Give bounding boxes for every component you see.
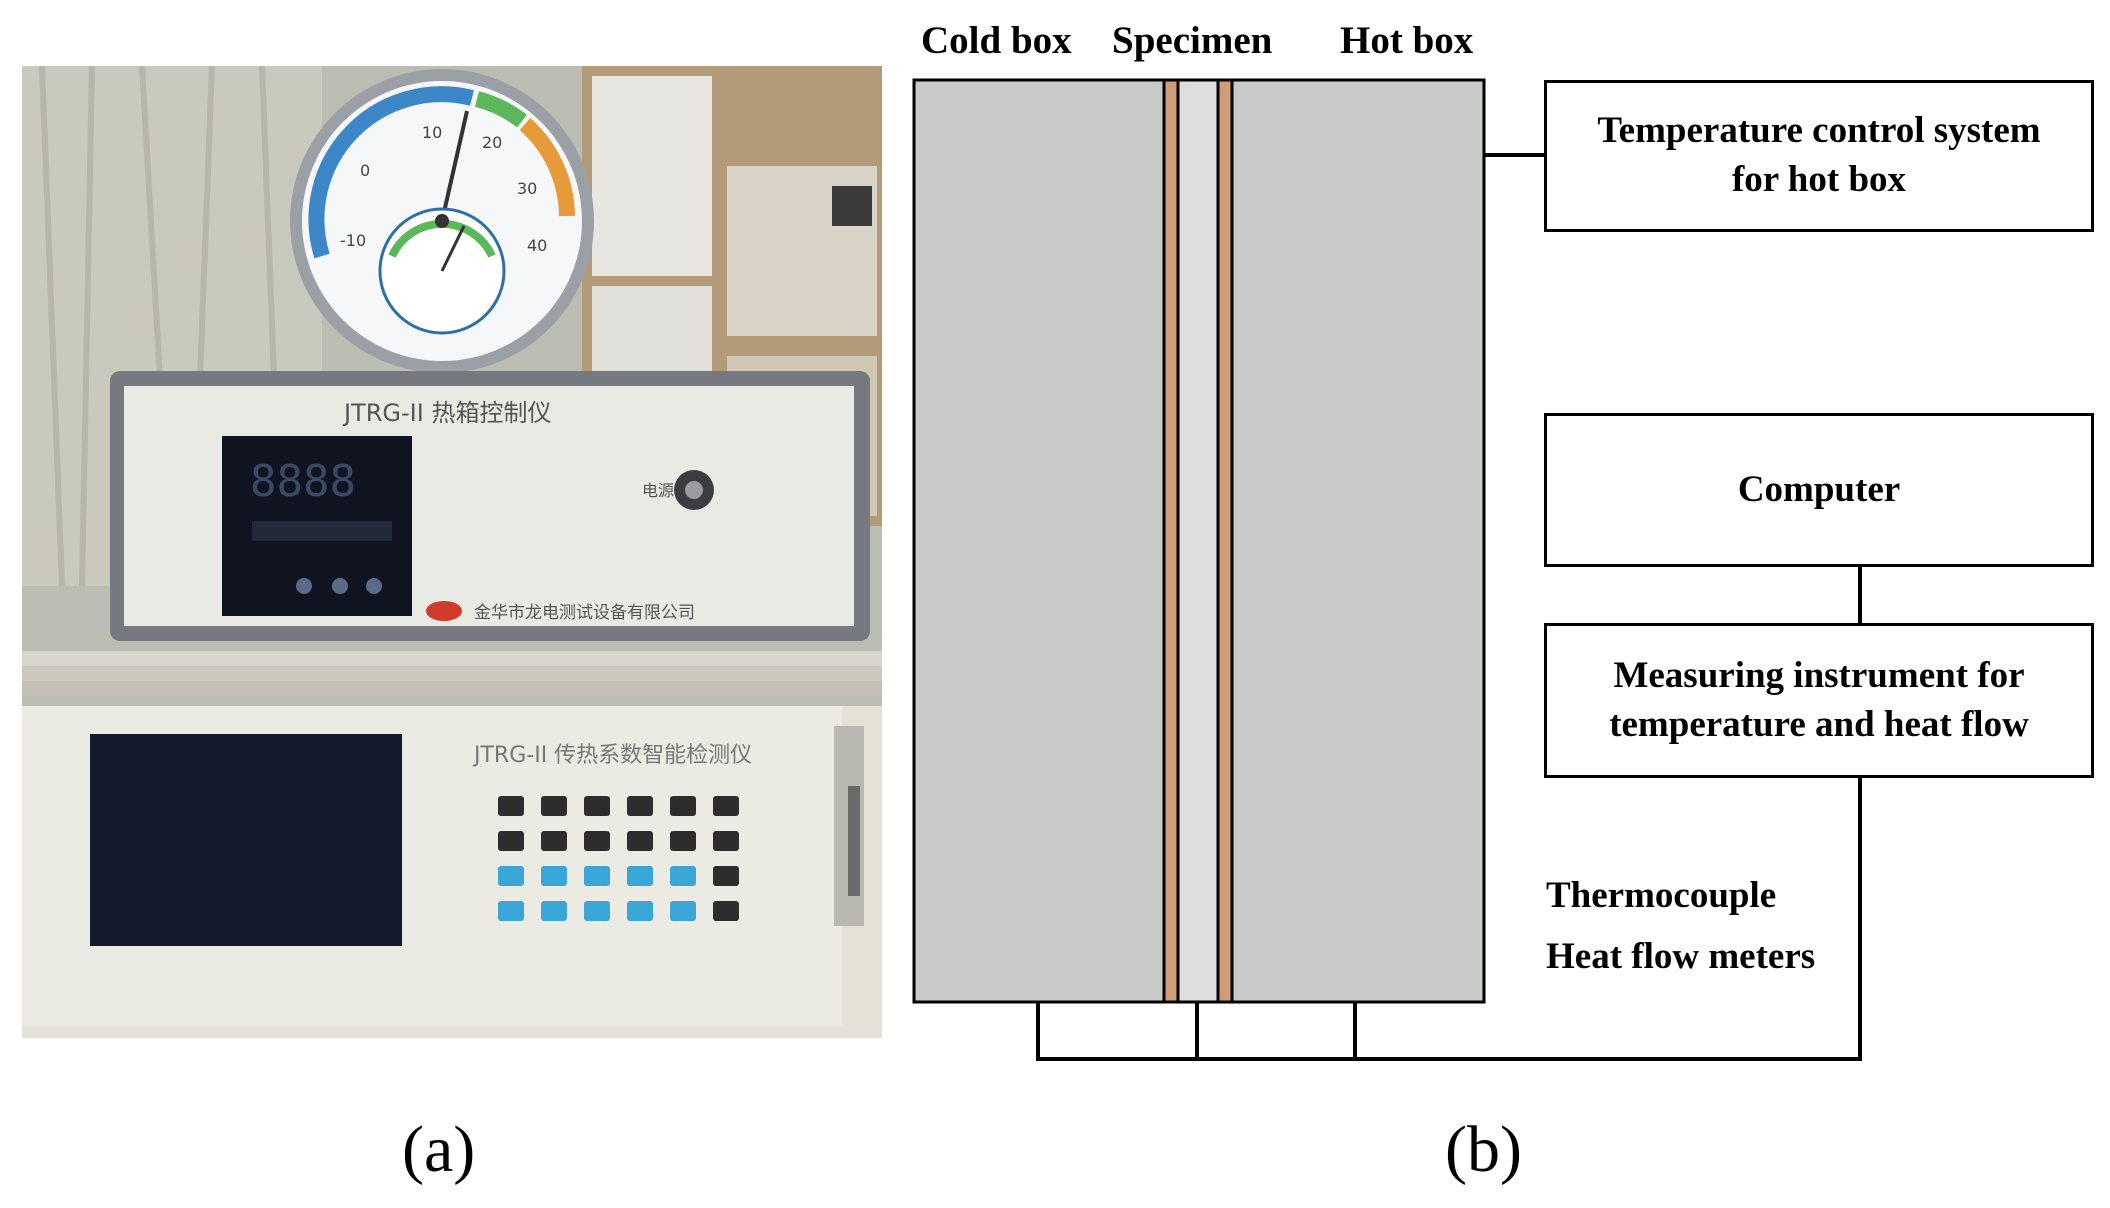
keypad-key [584, 796, 610, 816]
keypad-key [670, 831, 696, 851]
keypad-key [584, 831, 610, 851]
measuring-line2: temperature and heat flow [1609, 703, 2029, 745]
power-switch-label: 电源 [642, 481, 674, 500]
temperature-control-line1: Temperature control system [1597, 110, 2041, 152]
keypad-key [670, 901, 696, 921]
keypad-key [541, 901, 567, 921]
instrument-photo: -10 0 10 20 30 40 JTRG-II 热箱控制仪 8888 电源 [22, 66, 882, 1038]
thermo-hygrometer-dial: -10 0 10 20 30 40 [290, 69, 594, 373]
keypad-key [584, 901, 610, 921]
thermocouple-label: Thermocouple [1546, 875, 1777, 916]
company-logo [426, 601, 462, 621]
instrument-label: JTRG-II 传热系数智能检测仪 [472, 743, 752, 768]
controller-company: 金华市龙电测试设备有限公司 [474, 603, 695, 623]
keypad-key [627, 831, 653, 851]
keypad-key [713, 901, 739, 921]
keypad-key [713, 831, 739, 851]
tick-label: -10 [340, 231, 366, 250]
cold-box-header: Cold box [921, 19, 1072, 62]
instrument-keypad [498, 796, 739, 921]
keypad-key [541, 831, 567, 851]
keypad-key [498, 796, 524, 816]
tick-label: 0 [360, 161, 370, 180]
controller-display-digits: 8888 [250, 456, 356, 507]
specimen-layer-cold-side [1162, 78, 1180, 1004]
keypad-key [627, 901, 653, 921]
keypad-key [541, 866, 567, 886]
measuring-instrument-box: Measuring instrument for temperature and… [1544, 623, 2094, 778]
heat-flow-meters-label: Heat flow meters [1546, 936, 1816, 977]
tick-label: 40 [527, 236, 547, 255]
specimen-header: Specimen [1112, 19, 1273, 62]
keypad-key [498, 866, 524, 886]
keypad-key [498, 831, 524, 851]
caption-b: (b) [1445, 1113, 1522, 1186]
keypad-key [670, 866, 696, 886]
keypad-key [627, 796, 653, 816]
keypad-key [713, 796, 739, 816]
hot-box-header: Hot box [1340, 19, 1474, 62]
controller-label: JTRG-II 热箱控制仪 [342, 399, 551, 427]
hot-box [1230, 78, 1486, 1004]
instrument-screen [90, 734, 402, 946]
temperature-control-line2: for hot box [1731, 159, 1907, 200]
caption-a: (a) [402, 1113, 476, 1186]
temperature-control-box: Temperature control system for hot box [1544, 80, 2094, 232]
keypad-key [584, 866, 610, 886]
computer-label: Computer [1737, 468, 1901, 510]
keypad-key [498, 901, 524, 921]
specimen-layer-hot-side [1216, 78, 1234, 1004]
keypad-key [670, 796, 696, 816]
computer-box: Computer [1544, 413, 2094, 567]
tick-label: 10 [422, 123, 442, 142]
keypad-key [541, 796, 567, 816]
tick-label: 30 [517, 179, 537, 198]
hot-box-controller: JTRG-II 热箱控制仪 8888 电源 金华市龙电测试设备有限公司 [110, 371, 870, 641]
cold-box [912, 78, 1166, 1004]
keypad-key [627, 866, 653, 886]
keypad-key [713, 866, 739, 886]
measuring-line1: Measuring instrument for [1613, 654, 2025, 696]
tick-label: 20 [482, 133, 502, 152]
heat-transfer-instrument: JTRG-II 传热系数智能检测仪 [22, 706, 882, 1038]
